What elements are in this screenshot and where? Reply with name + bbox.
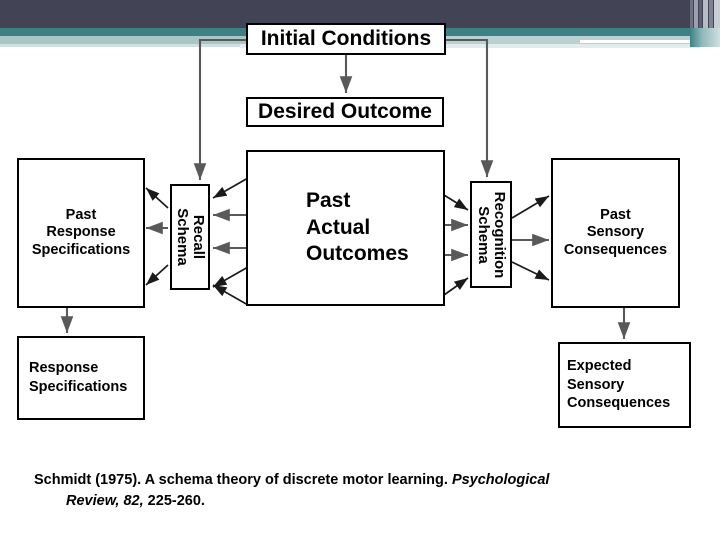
node-past-actual-outcomes[interactable]: Past Actual Outcomes xyxy=(246,150,445,306)
node-past-actual-outcomes-line-2: Actual xyxy=(306,215,371,239)
node-recall-schema[interactable]: Recall Schema xyxy=(170,184,210,290)
header-vstripe-2 xyxy=(694,0,698,47)
node-past-sensory-consequences-line-3: Consequences xyxy=(563,241,668,258)
node-desired-outcome[interactable]: Desired Outcome xyxy=(246,97,444,127)
node-desired-outcome-label: Desired Outcome xyxy=(258,99,432,123)
node-response-specifications[interactable]: Response Specifications xyxy=(17,336,145,420)
header-vstripe-3 xyxy=(699,0,702,47)
node-past-actual-outcomes-line-1: Past xyxy=(306,188,351,212)
node-recognition-schema-line-1: Recognition xyxy=(490,191,508,278)
node-expected-sensory-consequences-line-1: Expected xyxy=(567,357,632,374)
node-recognition-schema[interactable]: Recognition Schema xyxy=(470,181,512,288)
node-initial-conditions[interactable]: Initial Conditions xyxy=(246,23,446,55)
header-vstripe-teal xyxy=(690,28,720,47)
citation-caption: Schmidt (1975). A schema theory of discr… xyxy=(34,470,674,512)
node-past-response-specifications-line-1: Past xyxy=(65,207,97,224)
node-past-actual-outcomes-line-3: Outcomes xyxy=(306,242,409,266)
node-response-specifications-line-2: Specifications xyxy=(29,379,128,395)
node-past-response-specifications-line-3: Specifications xyxy=(31,241,131,258)
node-past-sensory-consequences[interactable]: Past Sensory Consequences xyxy=(551,158,680,308)
node-past-sensory-consequences-line-2: Sensory xyxy=(586,224,645,241)
node-expected-sensory-consequences[interactable]: Expected Sensory Consequences xyxy=(558,342,691,428)
node-expected-sensory-consequences-line-2: Sensory xyxy=(567,376,625,393)
citation-line-2-italic: Review, 82, xyxy=(66,493,144,510)
node-past-sensory-consequences-line-1: Past xyxy=(600,207,631,224)
citation-line-1-plain: Schmidt (1975). A schema theory of discr… xyxy=(34,472,452,488)
citation-line-1-italic: Psychological xyxy=(451,472,550,488)
node-response-specifications-line-1: Response xyxy=(29,360,99,377)
node-initial-conditions-label: Initial Conditions xyxy=(260,26,432,50)
node-recall-schema-line-1: Recall xyxy=(189,214,207,260)
header-white-accent xyxy=(580,40,700,43)
node-recall-schema-line-2: Schema xyxy=(174,208,191,266)
header-vstripe-1 xyxy=(690,0,693,47)
header-vstripe-5 xyxy=(709,0,713,47)
node-past-response-specifications[interactable]: Past Response Specifications xyxy=(17,158,145,308)
node-recognition-schema-line-2: Schema xyxy=(475,205,492,264)
citation-line-2-plain: 225-260. xyxy=(143,493,205,510)
header-vstripe-6 xyxy=(714,0,720,47)
node-past-response-specifications-line-2: Response xyxy=(46,224,116,241)
header-pale-right-band xyxy=(440,36,700,45)
node-expected-sensory-consequences-line-3: Consequences xyxy=(567,395,671,412)
header-vstripe-4 xyxy=(703,0,708,47)
